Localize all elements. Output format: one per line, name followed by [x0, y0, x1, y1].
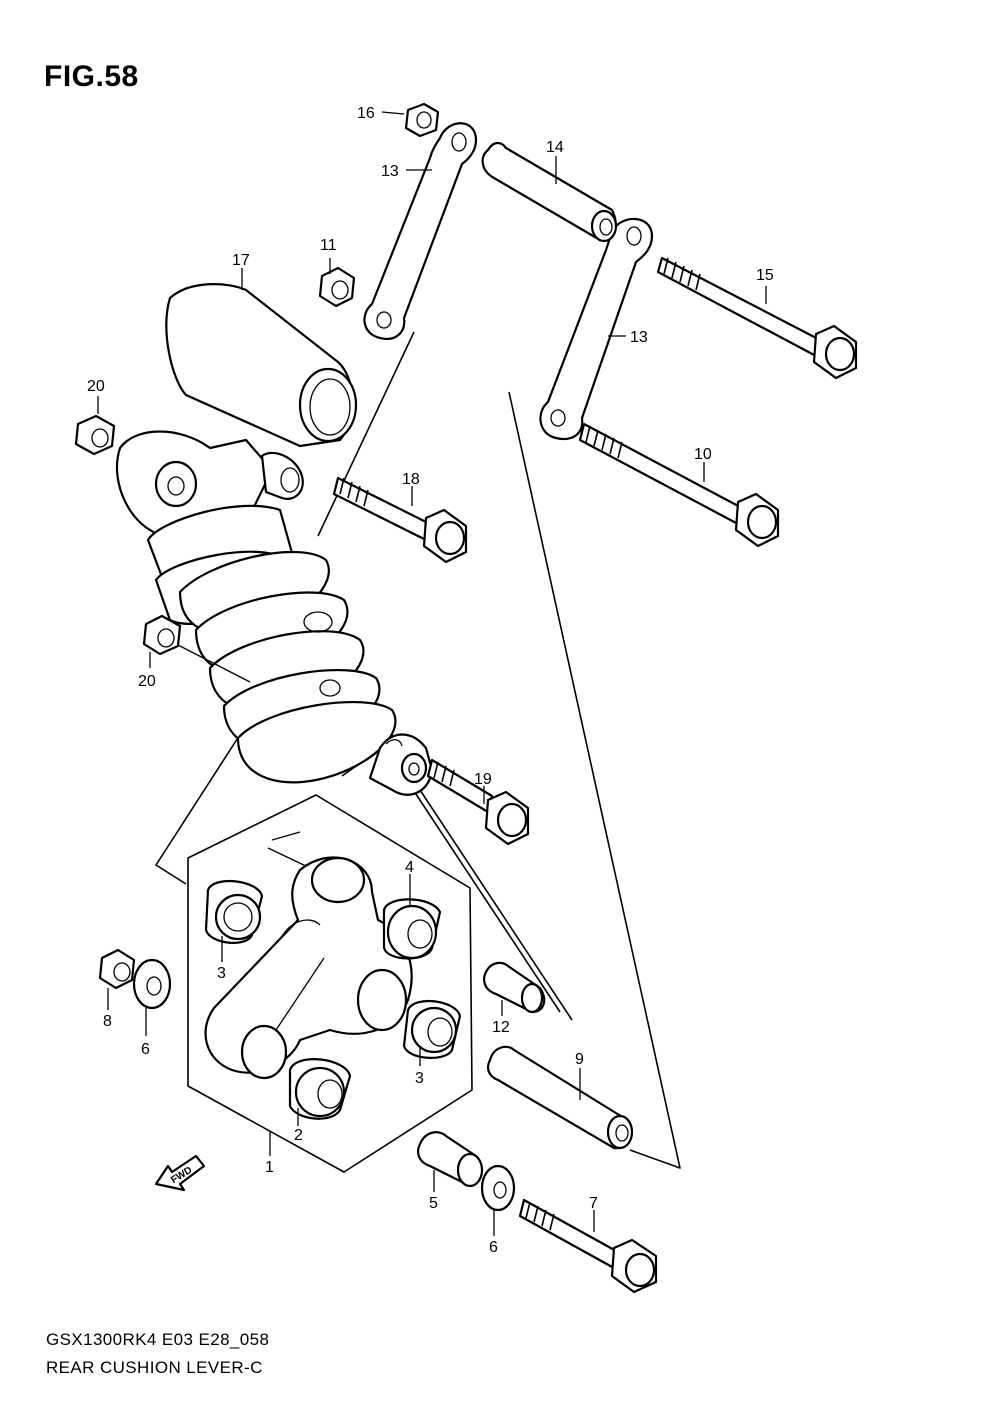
- section-name: REAR CUSHION LEVER-C: [46, 1358, 263, 1377]
- nut-8: [98, 948, 136, 990]
- bolt-10: [578, 422, 780, 548]
- nut-16: [404, 102, 440, 138]
- washer-6-right: [480, 1164, 516, 1212]
- callout-16: 16: [357, 105, 375, 122]
- nut-11: [318, 266, 356, 308]
- bolt-7: [518, 1198, 658, 1294]
- bolt-15: [656, 256, 858, 380]
- callout-10: 10: [694, 446, 712, 463]
- callout-2: 2: [294, 1127, 303, 1144]
- callout-8: 8: [103, 1013, 112, 1030]
- washer-6-left: [132, 958, 172, 1010]
- callout-4: 4: [405, 859, 414, 876]
- callout-labels: 16 13 14 11 17 15 13 20 10 18 20 19 4 3 …: [87, 105, 774, 1256]
- callout-18: 18: [402, 471, 420, 488]
- fwd-arrow-icon: FWD: [154, 1154, 206, 1192]
- nut-20-lower: [142, 614, 182, 656]
- callout-13-lower: 13: [630, 329, 648, 346]
- needle-bearing-4: [382, 898, 442, 960]
- callout-14: 14: [546, 139, 564, 156]
- spacer-12: [483, 961, 546, 1014]
- needle-bearing-3-right: [402, 999, 462, 1059]
- spacer-9: [487, 1045, 634, 1150]
- callout-13-upper: 13: [381, 163, 399, 180]
- needle-bearing-2: [288, 1058, 352, 1120]
- needle-bearing-3-left: [204, 879, 264, 944]
- cushion-rod-upper: [363, 122, 478, 340]
- spacer-5: [417, 1131, 484, 1188]
- callout-5: 5: [429, 1195, 438, 1212]
- assembly-outline-lines: [155, 331, 681, 1169]
- callout-15: 15: [756, 267, 774, 284]
- callout-20-upper: 20: [87, 378, 105, 395]
- rear-shock-absorber: [115, 283, 434, 796]
- leader-lines: [97, 111, 767, 1236]
- callout-20-lower: 20: [138, 673, 156, 690]
- cushion-lever: [204, 856, 413, 1080]
- callout-6-left: 6: [141, 1041, 150, 1058]
- nut-20-upper: [74, 414, 116, 456]
- callout-9: 9: [575, 1051, 584, 1068]
- spacer-14: [481, 141, 618, 243]
- callout-7: 7: [589, 1195, 598, 1212]
- callout-11: 11: [320, 237, 337, 254]
- callout-3-right: 3: [415, 1070, 424, 1087]
- callout-12: 12: [492, 1019, 510, 1036]
- figure-title: FIG.58: [44, 60, 139, 93]
- bolt-18: [332, 476, 468, 564]
- bolt-19: [426, 758, 530, 846]
- callout-3-left: 3: [217, 965, 226, 982]
- cushion-lever-housing: [187, 794, 473, 1173]
- model-code: GSX1300RK4 E03 E28_058: [46, 1330, 270, 1349]
- callout-19: 19: [474, 771, 492, 788]
- callout-6-right: 6: [489, 1239, 498, 1256]
- callout-17: 17: [232, 252, 250, 269]
- callout-1: 1: [265, 1159, 274, 1176]
- cushion-rod-lower: [539, 217, 654, 441]
